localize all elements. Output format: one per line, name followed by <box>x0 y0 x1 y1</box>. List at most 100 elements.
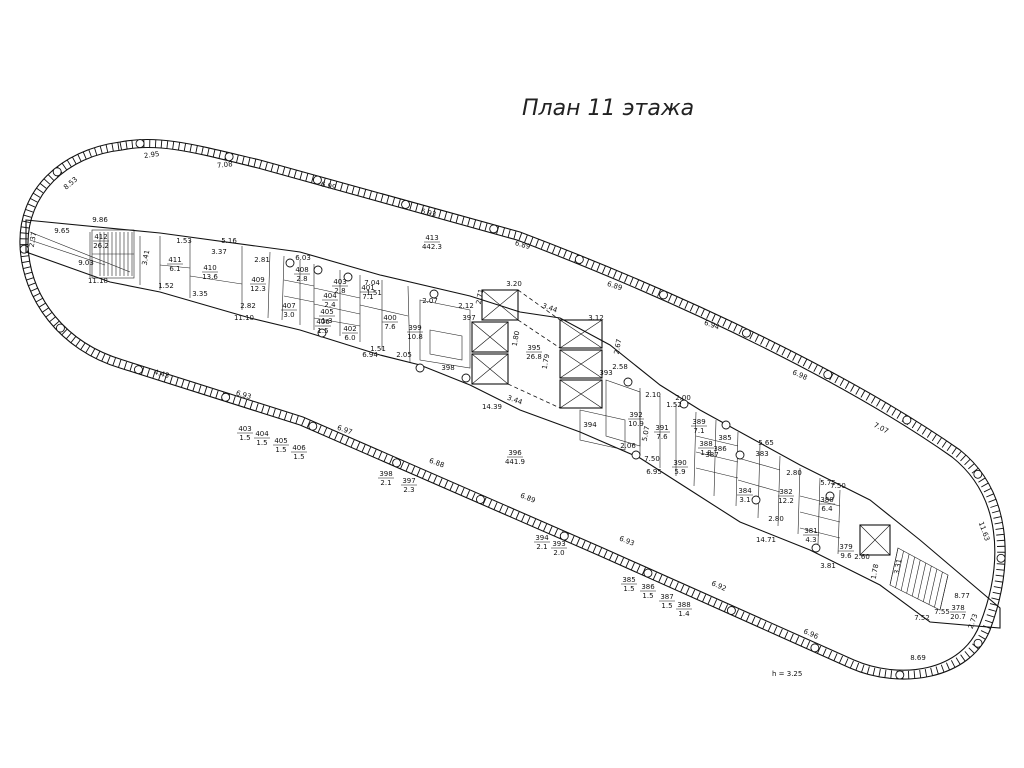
room-area: 7.6 <box>384 323 396 331</box>
dimension-label: 3.41 <box>141 249 152 266</box>
dimension-label: 2.80 <box>768 515 784 523</box>
dimension-label: 2.60 <box>854 553 870 561</box>
dimension-label: 2.10 <box>645 391 661 399</box>
room-area: 7.6 <box>656 433 668 441</box>
room-number: 412 <box>94 233 107 241</box>
room-area: 26.8 <box>526 353 542 361</box>
room-number: 395 <box>527 344 540 352</box>
room-number: 384 <box>738 487 752 495</box>
room-number: 409 <box>251 276 264 284</box>
room-number: 394 <box>583 421 597 429</box>
room-area: 2.1 <box>536 543 547 551</box>
dimension-label: 6.94 <box>703 319 721 332</box>
room-number: 408 <box>295 266 308 274</box>
room-number: 388 <box>699 440 712 448</box>
dimension-label: 6.93 <box>618 535 635 548</box>
room-number: 397 <box>462 314 475 322</box>
room-number: 399 <box>408 324 421 332</box>
room-number: 385 <box>718 434 731 442</box>
room-area: 1.5 <box>293 453 304 461</box>
dimension-label: 11.10 <box>234 314 254 322</box>
room-area: 20.7 <box>950 613 966 621</box>
room-number: 402 <box>343 325 356 333</box>
dimension-label: 5.07 <box>641 425 652 442</box>
room-area: 26.2 <box>93 242 109 250</box>
room-number: 379 <box>839 543 852 551</box>
stair-east <box>889 547 949 611</box>
dimension-label: 7.50 <box>644 455 660 463</box>
dimension-label: 2.73 <box>967 613 980 630</box>
dimension-label: 3.35 <box>192 290 208 298</box>
room-number: 388 <box>677 601 690 609</box>
room-number: 394 <box>535 534 549 542</box>
dimension-label: 5.16 <box>221 237 237 245</box>
room-number: 393 <box>599 369 612 377</box>
height-note: h = 3.25 <box>772 670 802 678</box>
room-number: 390 <box>673 459 686 467</box>
room-number: 385 <box>622 576 635 584</box>
room-area: 7.1 <box>362 293 373 301</box>
room-area: 2.8 <box>296 275 307 283</box>
room-area: 10.8 <box>407 333 423 341</box>
dimension-label: 3.12 <box>588 314 604 322</box>
room-area: 1.5 <box>642 592 653 600</box>
dimension-label: 3.81 <box>820 562 836 570</box>
room-area: 1.5 <box>239 434 250 442</box>
dimension-label: 8.69 <box>910 654 926 662</box>
room-area: 2.8 <box>334 287 345 295</box>
partitions-west <box>89 232 471 369</box>
dimension-label: 4.43 <box>153 368 170 380</box>
dimension-label: 7.07 <box>872 421 890 435</box>
dimension-label: 5.75 <box>820 479 836 487</box>
room-label: 394 <box>583 421 597 429</box>
room-area: 441.9 <box>505 458 525 466</box>
room-area: 6.1 <box>169 265 180 273</box>
room-area: 10.9 <box>628 420 644 428</box>
dimension-label: 6.03 <box>295 254 311 262</box>
room-area: 1.3 <box>321 317 332 325</box>
dimension-label: 8.53 <box>62 175 79 191</box>
dimension-label: 7.52 <box>914 614 930 622</box>
dimension-label: 2.95 <box>143 150 160 160</box>
room-number: 396 <box>508 449 522 457</box>
dimension-label: 6.96 <box>802 627 820 641</box>
dimension-label: 5.65 <box>758 439 774 447</box>
dimension-label: 11.63 <box>977 521 991 543</box>
dimension-label: 2.07 <box>422 297 438 305</box>
dimension-label: 7.04 <box>364 279 380 287</box>
room-number: 383 <box>755 450 768 458</box>
dimension-label: 6.89 <box>514 239 531 251</box>
stair-west <box>91 229 135 279</box>
dimension-label: 7.08 <box>217 160 233 170</box>
room-number: 407 <box>282 302 295 310</box>
dimension-label: 1.52 <box>666 401 682 409</box>
room-number: 401 <box>361 284 374 292</box>
room-number: 405 <box>274 437 287 445</box>
dimension-label: 2.80 <box>786 469 802 477</box>
dimension-label: 3.37 <box>211 248 227 256</box>
